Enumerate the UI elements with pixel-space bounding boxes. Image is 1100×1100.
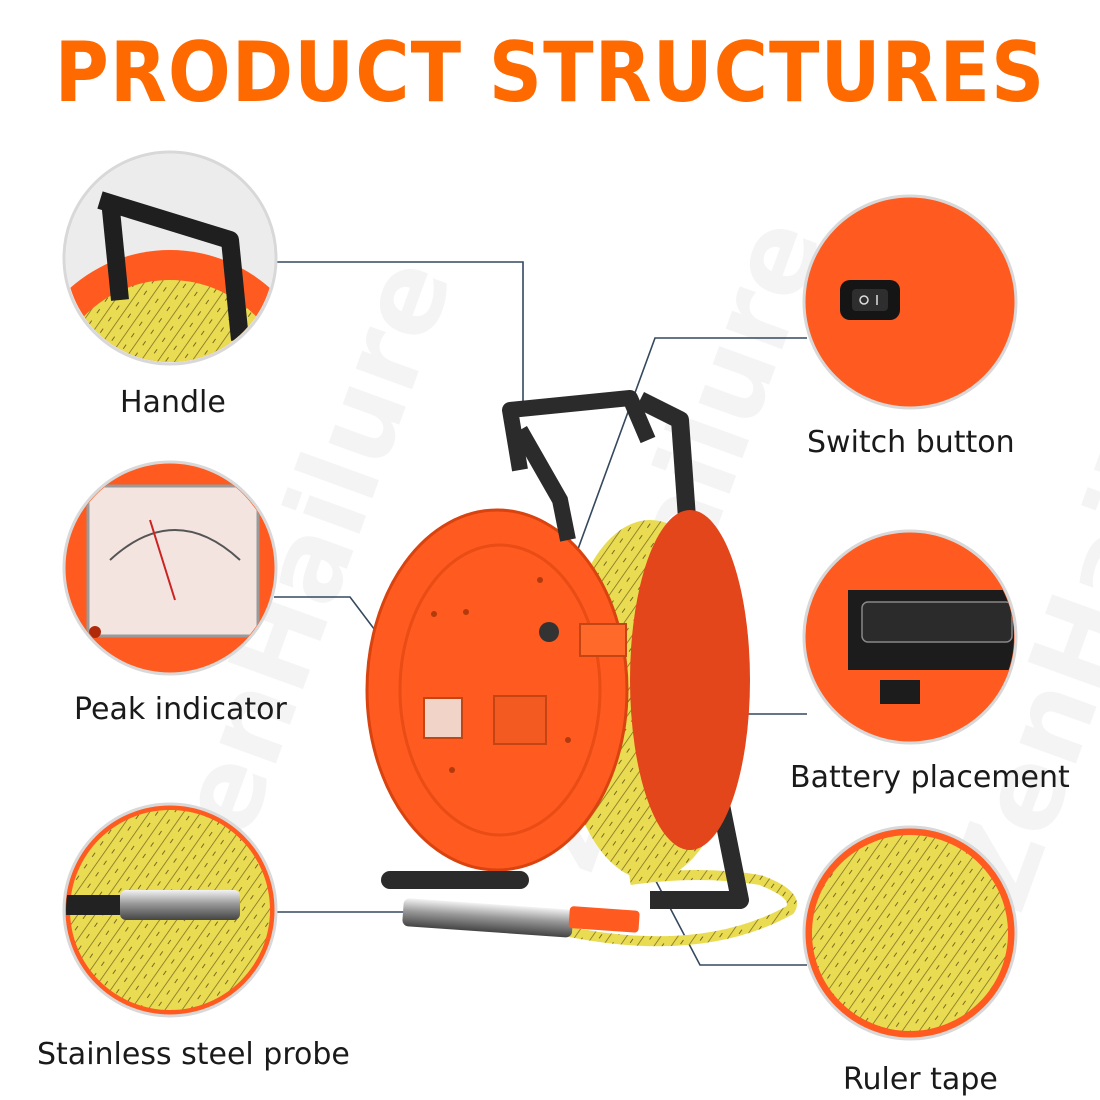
label-peak-indicator: Peak indicator <box>74 692 287 727</box>
meter-window-icon <box>423 697 463 739</box>
probe-closeup-icon <box>120 890 240 920</box>
detail-probe-circle <box>62 802 278 1018</box>
detail-handle-circle <box>62 150 278 366</box>
detail-ruler-circle <box>802 825 1018 1041</box>
leader-switch <box>550 337 807 624</box>
probe-icon <box>402 898 574 938</box>
ground-tape-icon <box>558 870 797 947</box>
handle-closeup-icon <box>97 191 249 341</box>
leader-handle <box>274 261 524 403</box>
front-flange-icon <box>365 508 629 872</box>
label-battery-placement: Battery placement <box>790 760 1070 795</box>
label-ruler-tape: Ruler tape <box>843 1062 998 1097</box>
rocker-switch-icon <box>852 289 888 311</box>
label-switch-button: Switch button <box>807 425 1015 460</box>
switch-knob-icon <box>539 622 559 642</box>
label-probe: Stainless steel probe <box>37 1037 350 1072</box>
leader-lines <box>274 261 807 966</box>
leader-ruler <box>636 844 807 966</box>
detail-switch-circle <box>802 194 1018 410</box>
handle-frame-icon <box>502 390 656 472</box>
detail-peak-circle <box>62 460 278 676</box>
reel-product <box>365 390 797 947</box>
ruler-tape-closeup-icon <box>812 835 1008 1031</box>
battery-icon <box>861 601 1013 643</box>
detail-battery-circle <box>802 529 1018 745</box>
label-handle: Handle <box>120 385 226 420</box>
page-title: PRODUCT STRUCTURES <box>54 24 1046 122</box>
voltmeter-icon <box>86 484 260 638</box>
battery-cover-icon <box>493 695 547 745</box>
